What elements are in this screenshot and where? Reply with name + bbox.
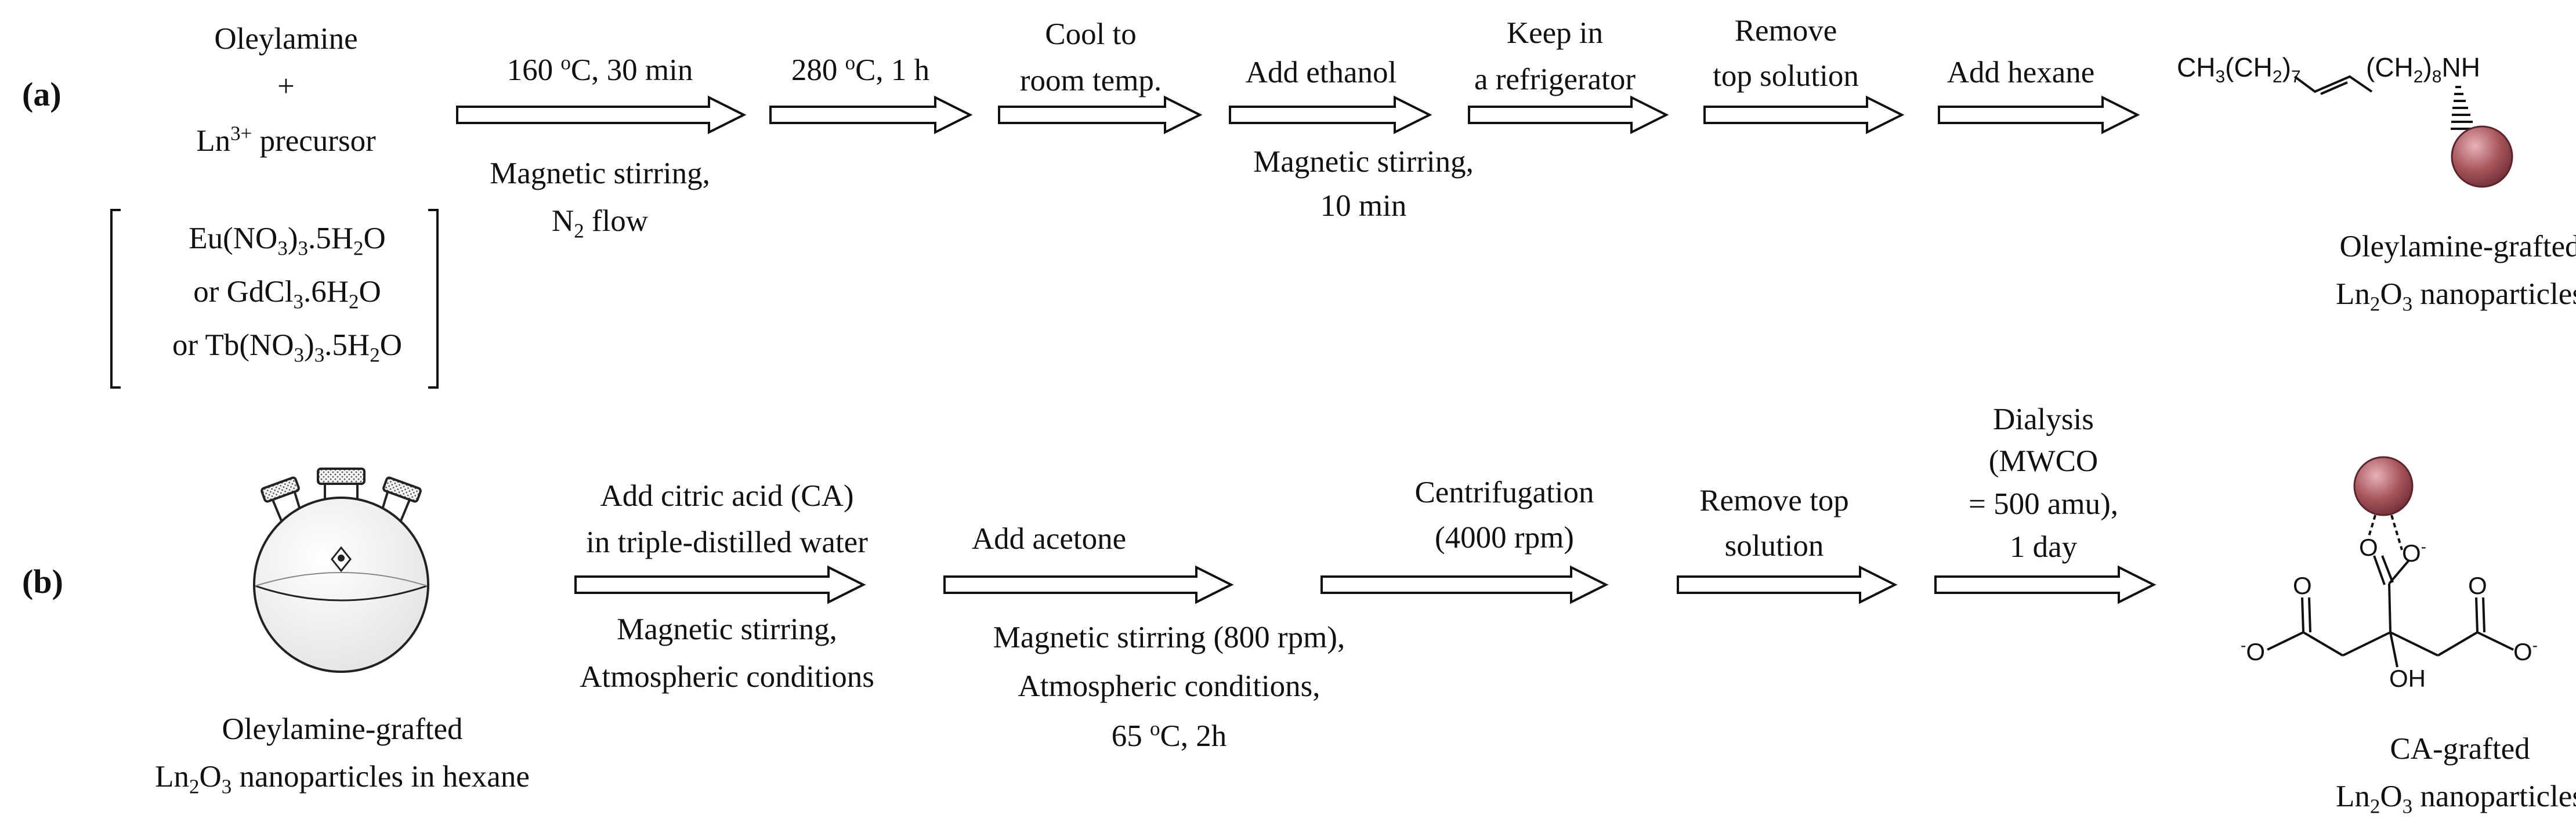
product-a-caption-2: Ln2O3 nanoparticles	[2336, 277, 2576, 316]
step-a4-note-2: 10 min	[1320, 189, 1407, 223]
svg-text:-O: -O	[2241, 636, 2265, 665]
bracket-right	[428, 209, 439, 389]
reactant-ln-precursor: Ln3+ precursor	[196, 122, 376, 158]
panel-a-label: (a)	[22, 75, 61, 113]
step-b2-note-3: 65 oC, 2h	[1111, 717, 1227, 753]
svg-text:(CH2)8NH: (CH2)8NH	[2366, 52, 2480, 86]
svg-text:O: O	[2468, 572, 2487, 599]
step-a6-line-1: Remove	[1734, 14, 1837, 48]
precursor-gd: or GdCl3.6H2O	[193, 275, 381, 313]
reactant-oleylamine: Oleylamine	[214, 22, 358, 56]
oleylamine-structure: CH3(CH2)7 (CH2)8NH	[2177, 52, 2513, 188]
bracket-left	[110, 209, 121, 389]
svg-text:O: O	[2359, 534, 2378, 561]
arrow-a5	[1468, 95, 1669, 135]
step-a3-line-1: Cool to	[1045, 17, 1137, 51]
step-a2-condition: 280 oC, 1 h	[791, 51, 930, 87]
arrow-a6	[1703, 95, 1905, 135]
step-b5-line-3: = 500 amu),	[1968, 487, 2119, 521]
product-b-caption-1: CA-grafted	[2390, 732, 2530, 766]
svg-text:CH3(CH2)7: CH3(CH2)7	[2177, 52, 2301, 86]
step-a1-note-1: Magnetic stirring,	[490, 157, 710, 190]
svg-text:O-: O-	[2513, 636, 2538, 665]
citrate-structure	[2267, 456, 2514, 668]
nanoparticle-b	[2353, 456, 2414, 516]
panel-b-label: (b)	[22, 563, 63, 600]
product-a-caption-1: Oleylamine-grafted	[2339, 230, 2576, 263]
svg-text:O: O	[2293, 572, 2312, 599]
step-b4-line-1: Remove top	[1699, 484, 1849, 517]
citrate-atom-labels: O O- O O -O O- OH	[2241, 534, 2538, 692]
step-a5-line-1: Keep in	[1506, 16, 1604, 50]
arrow-a1	[456, 95, 747, 135]
arrow-a2	[769, 95, 973, 135]
start-b-caption-2: Ln2O3 nanoparticles in hexane	[155, 760, 530, 798]
start-b-caption-1: Oleylamine-grafted	[222, 712, 463, 746]
precursor-eu: Eu(NO3)3.5H2O	[189, 222, 386, 260]
svg-text:O-: O-	[2402, 538, 2426, 567]
arrow-b4	[1677, 565, 1898, 604]
step-b1-note-2: Atmospheric conditions	[580, 660, 874, 694]
step-a1-condition: 160 oC, 30 min	[506, 51, 693, 87]
three-neck-flask	[253, 468, 429, 673]
step-a5-line-2: a refrigerator	[1474, 63, 1636, 96]
arrow-a3	[998, 95, 1203, 135]
step-a3-line-2: room temp.	[1019, 64, 1162, 97]
step-b1-line-2: in triple-distilled water	[586, 526, 868, 559]
svg-text:OH: OH	[2389, 665, 2426, 692]
step-b2-note-2: Atmospheric conditions,	[1018, 669, 1320, 703]
step-a4-reagent: Add ethanol	[1245, 56, 1397, 89]
step-b3-line-1: Centrifugation	[1414, 476, 1594, 509]
step-b1-note-1: Magnetic stirring,	[617, 613, 837, 646]
step-b1-line-1: Add citric acid (CA)	[600, 479, 854, 513]
reactant-plus: +	[277, 70, 295, 103]
arrow-a4	[1229, 95, 1432, 135]
product-b-caption-2: Ln2O3 nanoparticles	[2336, 780, 2576, 818]
arrow-b1	[574, 565, 866, 604]
arrow-b3	[1320, 565, 1609, 604]
step-b2-note-1: Magnetic stirring (800 rpm),	[993, 621, 1345, 654]
step-b3-line-2: (4000 rpm)	[1435, 521, 1574, 555]
step-a6-line-2: top solution	[1713, 59, 1859, 93]
nanoparticle-a	[2451, 125, 2513, 188]
step-b5-line-2: (MWCO	[1988, 444, 2099, 478]
precursor-tb: or Tb(NO3)3.5H2O	[172, 328, 402, 367]
arrow-b5	[1934, 565, 2157, 604]
step-a1-note-2: N2 flow	[551, 204, 649, 242]
arrow-b2	[943, 565, 1234, 604]
arrow-a7	[1938, 95, 2140, 135]
step-a7-reagent: Add hexane	[1947, 56, 2095, 89]
step-a4-note-1: Magnetic stirring,	[1253, 145, 1474, 179]
step-b5-line-4: 1 day	[2009, 530, 2078, 564]
step-b2-reagent: Add acetone	[971, 522, 1127, 556]
step-b5-line-1: Dialysis	[1993, 403, 2094, 436]
step-b4-line-2: solution	[1724, 529, 1824, 563]
